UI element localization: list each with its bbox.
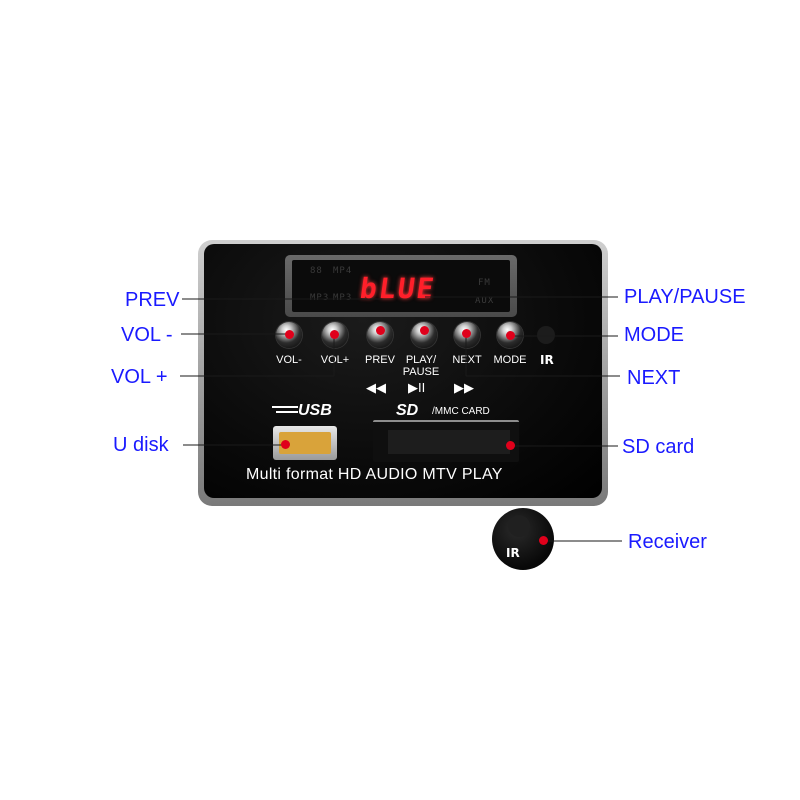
play-pause-icon: ▶II bbox=[408, 380, 426, 395]
callout-prev: PREV bbox=[125, 289, 180, 311]
button-label-mode: MODE bbox=[493, 354, 527, 366]
button-label-vol-plus: VOL+ bbox=[320, 354, 350, 366]
button-label-next: NEXT bbox=[452, 354, 482, 366]
callout-sd-card: SD card bbox=[622, 436, 695, 458]
ghost-segment: MP3 bbox=[333, 293, 353, 303]
button-label-play-pause: PLAY/ PAUSE bbox=[402, 354, 440, 378]
ir-receiver-logo: IR bbox=[506, 546, 520, 560]
sd-slot-opening bbox=[388, 430, 510, 454]
fast-forward-icon: ▶▶ bbox=[454, 380, 474, 395]
callout-dot-receiver bbox=[539, 536, 548, 545]
callout-dot-sd-card bbox=[506, 441, 515, 450]
callout-play-pause: PLAY/PAUSE bbox=[624, 286, 746, 308]
ghost-segment: FM bbox=[478, 278, 491, 288]
sd-logo: SD bbox=[396, 402, 419, 419]
callout-dot-play-pause bbox=[420, 326, 429, 335]
callout-receiver: Receiver bbox=[628, 531, 707, 553]
ir-receiver-lens bbox=[508, 515, 530, 537]
callout-dot-vol-minus bbox=[285, 330, 294, 339]
callout-dot-u-disk bbox=[281, 440, 290, 449]
ghost-segment: MP4 bbox=[333, 266, 353, 276]
callout-u-disk: U disk bbox=[113, 434, 169, 456]
ir-logo: IR bbox=[540, 353, 554, 367]
callout-vol-minus: VOL - bbox=[121, 324, 173, 346]
led-display bbox=[292, 260, 510, 312]
usb-port-contacts bbox=[279, 432, 331, 454]
board-caption: Multi format HD AUDIO MTV PLAY bbox=[246, 466, 503, 483]
callout-vol-plus: VOL + bbox=[111, 366, 168, 388]
ghost-segment: AUX bbox=[475, 296, 495, 306]
callout-dot-vol-plus bbox=[330, 330, 339, 339]
ir-sensor bbox=[537, 326, 555, 344]
callout-dot-mode bbox=[506, 331, 515, 340]
callout-mode: MODE bbox=[624, 324, 684, 346]
usb-logo: USB bbox=[298, 402, 332, 419]
button-label-prev: PREV bbox=[365, 354, 395, 366]
ghost-segment: MP3 bbox=[310, 293, 330, 303]
usb-lines-icon bbox=[272, 406, 298, 413]
button-label-vol-minus: VOL- bbox=[276, 354, 302, 366]
rewind-icon: ◀◀ bbox=[366, 380, 386, 395]
callout-dot-next bbox=[462, 329, 471, 338]
ghost-segment: 88 bbox=[310, 266, 323, 276]
callout-next: NEXT bbox=[627, 367, 681, 389]
sd-mmc-text: /MMC CARD bbox=[432, 406, 490, 417]
callout-dot-prev bbox=[376, 326, 385, 335]
